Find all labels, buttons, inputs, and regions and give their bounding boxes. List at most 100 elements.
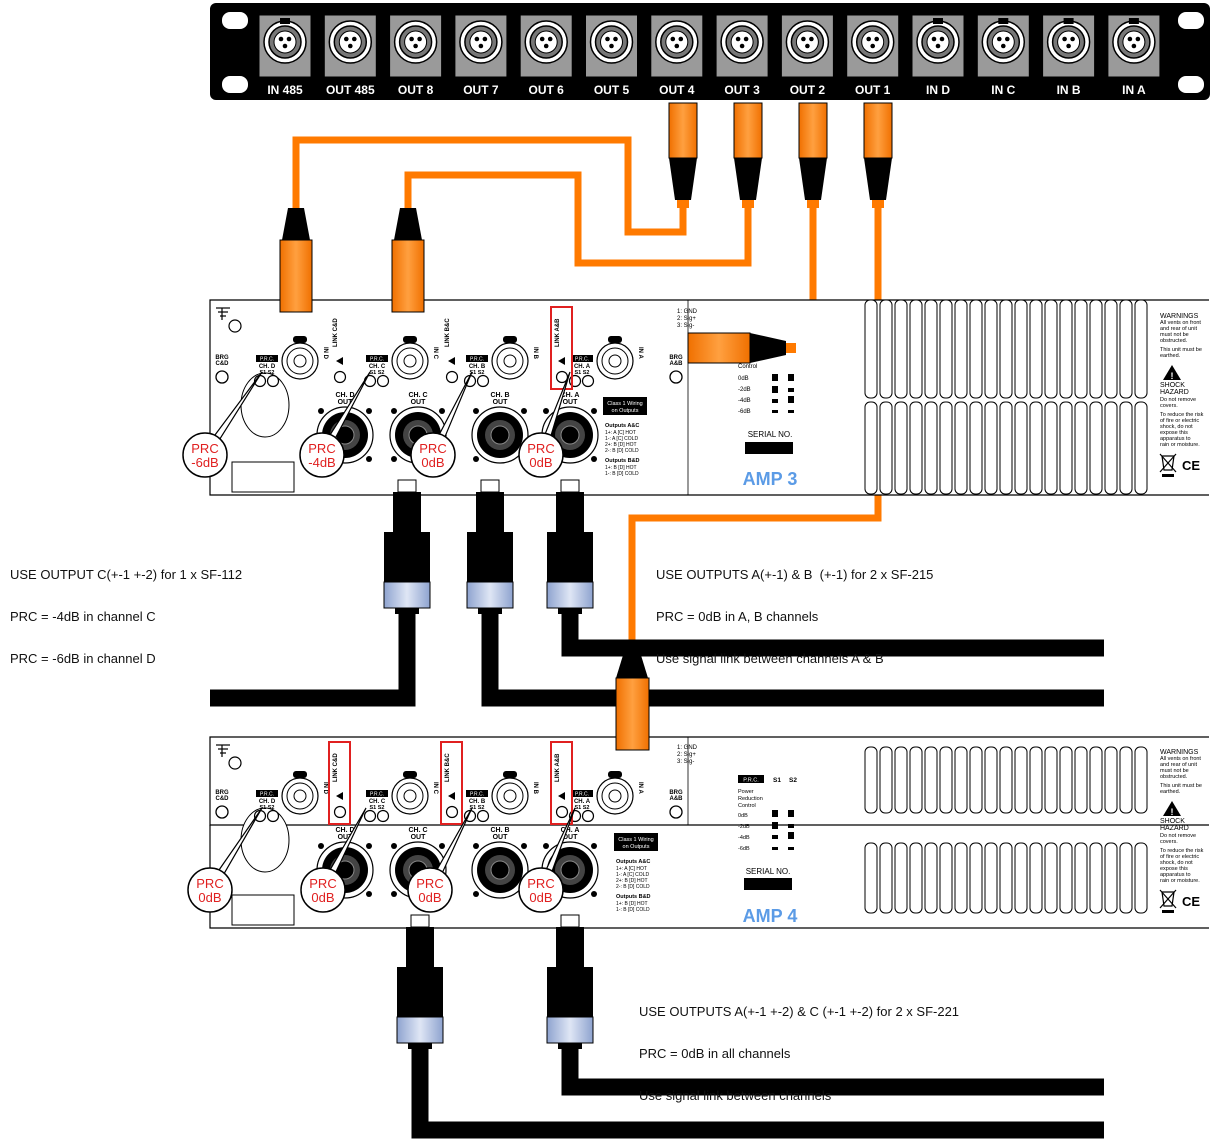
warning-line: earthed. <box>1160 789 1181 795</box>
amp4-wiring-box: Class 1 Wiring on Outputs Outputs A&C 1+… <box>614 833 658 913</box>
svg-text:2: Sig+: 2: Sig+ <box>677 316 696 322</box>
svg-text:CH. C: CH. C <box>408 827 427 834</box>
svg-text:CH. B: CH. B <box>490 827 509 834</box>
panel-port-in-a[interactable] <box>1108 15 1160 77</box>
prc-badge-label: PRC <box>527 876 554 891</box>
panel-port-out-8[interactable] <box>390 15 442 77</box>
prc-switch[interactable] <box>583 376 594 387</box>
prc-switch[interactable] <box>268 811 279 822</box>
note-line: Use signal link between channels <box>639 1089 959 1103</box>
patch-panel: IN 485OUT 485OUT 8OUT 7OUT 6OUT 5OUT 4OU… <box>210 3 1210 100</box>
amp3-serial-plate <box>745 442 793 454</box>
svg-text:Reduction: Reduction <box>738 796 763 802</box>
bridge-switch[interactable] <box>670 806 682 818</box>
amp4-serial-label: SERIAL NO. <box>746 867 791 876</box>
amp3-cha-speakon-plug <box>547 480 593 614</box>
svg-text:OUT: OUT <box>493 834 509 841</box>
amp3-chc-speakon-plug <box>384 480 430 614</box>
panel-port-out-1[interactable] <box>847 15 899 77</box>
svg-text:-2dB: -2dB <box>738 387 751 393</box>
svg-text:CH. D: CH. D <box>335 392 354 399</box>
svg-text:on Outputs: on Outputs <box>612 408 639 414</box>
svg-text:S2: S2 <box>789 777 797 784</box>
warning-line: rain or moisture. <box>1160 878 1200 884</box>
amp4-cha-speakon-plug <box>547 915 593 1049</box>
bridge-switch[interactable] <box>670 371 682 383</box>
svg-text:A&B: A&B <box>670 361 684 367</box>
panel-port-out-5[interactable] <box>586 15 638 77</box>
warning-line: HAZARD <box>1160 825 1189 832</box>
bridge-label-ab: BRGA&B <box>669 790 683 802</box>
svg-text:C&D: C&D <box>216 361 230 367</box>
panel-port-out-2[interactable] <box>781 15 833 77</box>
amp4-right-note: USE OUTPUTS A(+-1 +-2) & C (+-1 +-2) for… <box>639 977 959 1117</box>
input-label: IN C <box>432 782 438 795</box>
svg-text:S1: S1 <box>773 777 781 784</box>
link-switch[interactable] <box>447 372 458 383</box>
ce-mark-icon: CE <box>1182 458 1200 473</box>
input-label: IN D <box>322 347 328 360</box>
prc-switch[interactable] <box>478 811 489 822</box>
amp3-input-xlr-plug <box>392 208 424 312</box>
svg-text:P.R.C.: P.R.C. <box>575 357 589 363</box>
bridge-label-cd: BRGC&D <box>215 790 229 802</box>
svg-text:Outputs B&D: Outputs B&D <box>616 894 651 900</box>
prc-switch[interactable] <box>583 811 594 822</box>
warning-line: covers. <box>1160 839 1178 845</box>
panel-port-label: OUT 485 <box>326 83 375 97</box>
link-label: LINK B&C <box>445 753 451 782</box>
svg-text:2: Sig+: 2: Sig+ <box>677 752 696 758</box>
svg-text:P.R.C.: P.R.C. <box>743 778 759 784</box>
svg-text:C&D: C&D <box>216 796 230 802</box>
svg-text:0dB: 0dB <box>738 376 749 382</box>
bridge-label-cd: BRGC&D <box>215 355 229 367</box>
svg-text:P.R.C.: P.R.C. <box>370 792 384 798</box>
link-switch[interactable] <box>335 807 346 818</box>
panel-port-out-3[interactable] <box>716 15 768 77</box>
warning-line: HAZARD <box>1160 389 1189 396</box>
patch-out-xlr-plug <box>864 103 892 208</box>
prc-badge-value: 0dB <box>198 890 221 905</box>
note-line: USE OUTPUTS A(+-1) & B (+-1) for 2 x SF-… <box>656 568 933 582</box>
panel-port-out-4[interactable] <box>651 15 703 77</box>
input-label: IN A <box>637 782 643 794</box>
panel-port-in-485[interactable] <box>259 15 311 77</box>
link-label: LINK C&D <box>333 753 339 782</box>
bridge-switch[interactable] <box>216 371 228 383</box>
prc-switch[interactable] <box>478 376 489 387</box>
panel-port-label: OUT 7 <box>463 83 499 97</box>
prc-switch[interactable] <box>365 811 376 822</box>
link-switch[interactable] <box>447 807 458 818</box>
bridge-label-ab: BRGA&B <box>669 355 683 367</box>
svg-text:Control: Control <box>738 364 757 370</box>
svg-text:P.R.C.: P.R.C. <box>470 792 484 798</box>
panel-port-in-c[interactable] <box>977 15 1029 77</box>
warning-line: obstructed. <box>1160 338 1188 344</box>
prc-switch[interactable] <box>378 811 389 822</box>
panel-port-label: OUT 1 <box>855 83 891 97</box>
input-label: IN C <box>432 347 438 360</box>
svg-text:-2dB: -2dB <box>738 824 750 830</box>
panel-port-label: OUT 5 <box>594 83 630 97</box>
svg-text:3: Sig-: 3: Sig- <box>677 759 694 765</box>
note-line: USE OUTPUTS A(+-1 +-2) & C (+-1 +-2) for… <box>639 1005 959 1019</box>
link-switch[interactable] <box>335 372 346 383</box>
prc-badge-value: -6dB <box>191 455 218 470</box>
patch-out-xlr-plug <box>669 103 697 208</box>
panel-port-out-7[interactable] <box>455 15 507 77</box>
bridge-switch[interactable] <box>216 806 228 818</box>
patch-out-xlr-plug <box>734 103 762 208</box>
panel-port-label: OUT 8 <box>398 83 434 97</box>
panel-port-out-485[interactable] <box>324 15 376 77</box>
svg-text:P.R.C.: P.R.C. <box>575 792 589 798</box>
link-switch[interactable] <box>557 807 568 818</box>
prc-switch[interactable] <box>268 376 279 387</box>
panel-port-out-6[interactable] <box>520 15 572 77</box>
panel-port-in-b[interactable] <box>1043 15 1095 77</box>
panel-port-in-d[interactable] <box>912 15 964 77</box>
amp3-name: AMP 3 <box>743 469 798 489</box>
prc-badge-label: PRC <box>309 876 336 891</box>
prc-switch[interactable] <box>378 376 389 387</box>
svg-text:1-: B [D] COLD: 1-: B [D] COLD <box>605 471 639 477</box>
prc-badge-value: 0dB <box>311 890 334 905</box>
